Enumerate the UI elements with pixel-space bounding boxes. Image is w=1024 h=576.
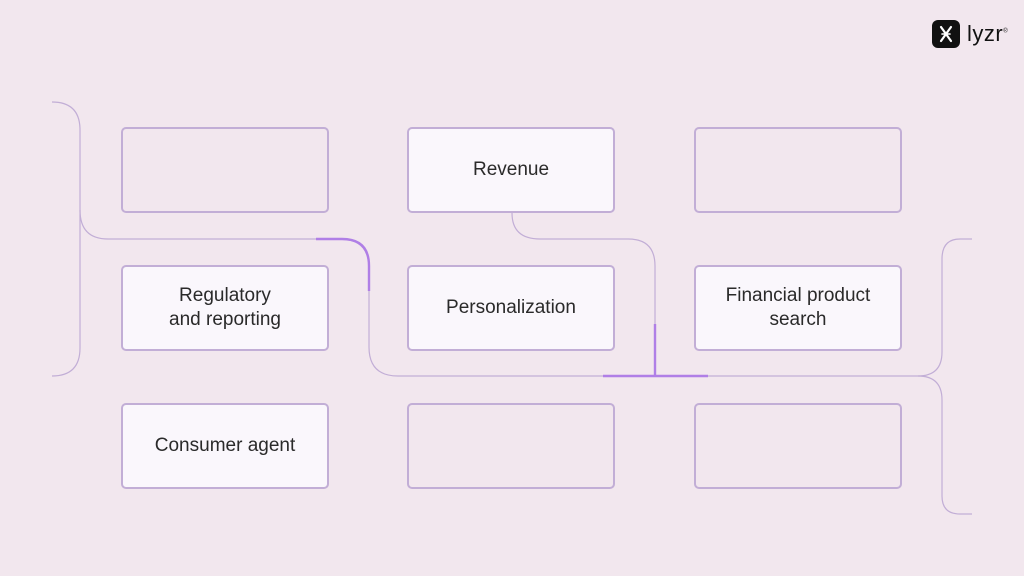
card-consumer-agent[interactable]: Consumer agent	[121, 403, 329, 489]
right-bracket-upper	[917, 238, 972, 377]
brand-name: lyzr®	[967, 21, 1008, 47]
card-empty-top-left	[121, 127, 329, 213]
left-bracket	[51, 101, 81, 377]
card-label: Financial product search	[725, 285, 871, 330]
lyzr-logo-icon	[932, 20, 960, 48]
card-empty-top-right	[694, 127, 902, 213]
card-label: Consumer agent	[154, 435, 296, 456]
card-label: Revenue	[472, 159, 550, 180]
brand-name-text: lyzr	[967, 21, 1004, 46]
brand-logo: lyzr®	[932, 20, 1008, 48]
card-regulatory-reporting[interactable]: Regulatory and reporting	[121, 265, 329, 351]
accent-curve	[316, 237, 371, 291]
card-revenue[interactable]: Revenue	[407, 127, 615, 213]
registered-mark: ®	[1003, 28, 1009, 35]
revenue-connector	[511, 212, 656, 376]
card-personalization[interactable]: Personalization	[407, 265, 615, 351]
card-empty-bottom-right	[694, 403, 902, 489]
right-bracket-lower	[917, 375, 972, 515]
card-label: Regulatory and reporting	[169, 285, 281, 330]
card-financial-product-search[interactable]: Financial product search	[694, 265, 902, 351]
card-empty-bottom-middle	[407, 403, 615, 489]
card-label: Personalization	[446, 297, 576, 318]
